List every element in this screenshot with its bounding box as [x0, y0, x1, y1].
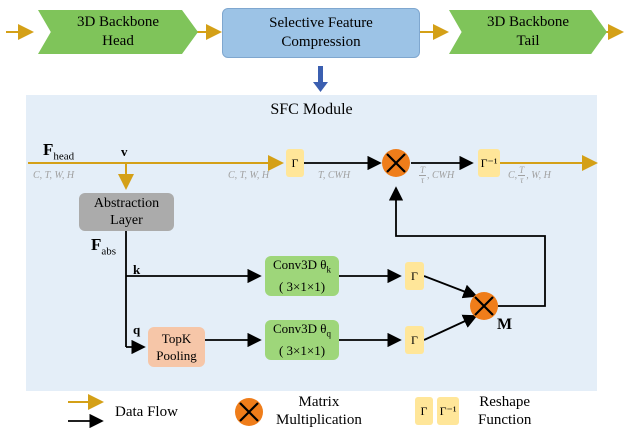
legend-gamma-inverse: Γ⁻¹ — [437, 397, 459, 425]
dim-gamma-out: T, CWH — [318, 170, 351, 181]
legend-matmul: Matrix Multiplication — [276, 394, 362, 428]
backbone-tail-box: 3D Backbone Tail — [449, 10, 607, 54]
f-abs-label: Fabs — [91, 235, 117, 258]
top-flow-arrows — [6, 24, 624, 92]
gamma-reshape-k: Γ — [405, 262, 424, 290]
q-label: q — [133, 322, 141, 337]
legend-gamma: Γ — [415, 397, 433, 425]
sfc-box: Selective Feature Compression — [222, 8, 420, 58]
legend-reshape: Reshape Function — [478, 394, 532, 428]
legend-data-flow: Data Flow — [115, 404, 178, 420]
f-head-label: Fhead — [43, 140, 75, 163]
v-label: v — [121, 144, 128, 159]
topk-label: TopK Pooling — [156, 331, 197, 363]
k-label: k — [133, 262, 141, 277]
conv3d-q-box: Conv3D θq ( 3×1×1) — [265, 320, 339, 360]
legend-graphics — [68, 394, 263, 429]
conv3d-k-box: Conv3D θk ( 3×1×1) — [265, 256, 339, 296]
abstraction-layer-box: Abstraction Layer — [79, 193, 174, 231]
gamma-reshape-q: Γ — [405, 326, 424, 354]
backbone-head-box: 3D Backbone Head — [38, 10, 198, 54]
backbone-tail-label: 3D Backbone Tail — [486, 14, 570, 49]
backbone-head-label: 3D Backbone Head — [76, 14, 160, 49]
gamma-inverse-reshape: Γ⁻¹ — [478, 149, 500, 177]
sfc-label: Selective Feature Compression — [269, 15, 373, 50]
topk-pooling-box: TopK Pooling — [148, 327, 205, 367]
abstraction-layer-label: Abstraction Layer — [93, 196, 160, 228]
dim-v-after: C, T, W, H — [228, 170, 270, 181]
m-label: M — [497, 316, 513, 333]
dim-head: C, T, W, H — [33, 170, 75, 181]
gamma-reshape-top: Γ — [286, 149, 304, 177]
sfc-module-title: SFC Module — [270, 101, 353, 118]
